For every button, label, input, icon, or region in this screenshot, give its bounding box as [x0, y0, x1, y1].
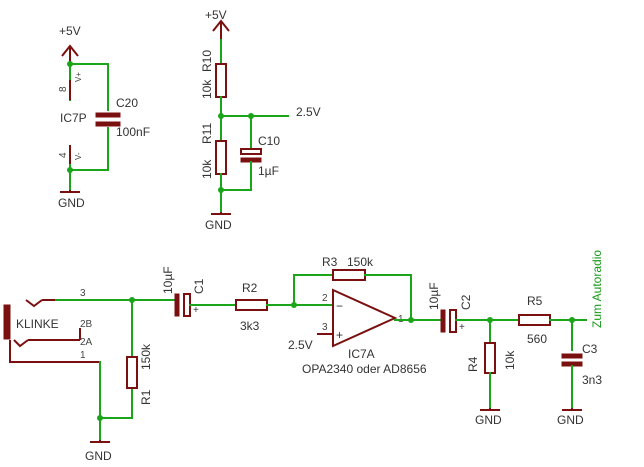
junction-ic7p-bottom [67, 167, 73, 173]
output-label: Zum Autoradio [590, 250, 604, 328]
jack-pin2a-label: 2A [80, 337, 93, 348]
c20-capacitor-plate2 [95, 121, 121, 127]
ic7p-pin4-label: 4 [58, 152, 69, 158]
jack-contact-ring [13, 328, 81, 348]
junction-divider-right [248, 113, 254, 119]
divider-block: +5V R10 10k 2.5V R11 10k C10 1µF GND [200, 8, 321, 232]
ic7p-pin8-label: 8 [58, 86, 69, 92]
r4-value-label: 10k [503, 350, 517, 370]
c2-plate1 [440, 309, 446, 333]
r2-value-label: 3k3 [240, 319, 260, 333]
jack-pin3-label: 3 [80, 288, 86, 299]
c1-plate1 [174, 293, 180, 317]
c10-ref-label: C10 [258, 134, 280, 148]
vcc-arrow-divider [212, 19, 230, 40]
c1-value-label: 10µF [161, 266, 175, 294]
c20-value-label: 100nF [116, 125, 150, 139]
junction-divider-left [218, 113, 224, 119]
junction-divider-bottom [218, 187, 224, 193]
gnd-label-left: GND [85, 449, 112, 463]
c3-value-label: 3n3 [582, 373, 602, 387]
junction-gnd-left [97, 415, 103, 421]
junction-r1-top [129, 297, 135, 303]
wire-r5-to-output [549, 319, 587, 351]
jack-contact-tip [25, 299, 56, 308]
gnd-label-c3: GND [557, 413, 584, 427]
opamp-ref-label: IC7A [348, 347, 375, 361]
jack-sleeve [9, 340, 100, 363]
junction-feedback-left [291, 302, 297, 308]
c10-value-label: 1µF [258, 164, 279, 178]
c3-plate1 [561, 353, 583, 359]
r11-ref-label: R11 [200, 123, 214, 144]
junction-opamp-out [408, 317, 414, 323]
r3-ref-label: R3 [322, 255, 338, 269]
gnd-symbol-left [90, 440, 110, 443]
c2-ref-label: C2 [459, 294, 473, 310]
r5-resistor [518, 314, 551, 326]
r3-value-label: 150k [347, 255, 374, 269]
junction-r4-top [487, 317, 493, 323]
wire-jack-to-c1 [55, 299, 175, 358]
jack-body [3, 304, 11, 340]
opamp-vref-label: 2.5V [288, 338, 313, 352]
r1-ref-label: R1 [139, 389, 153, 405]
opamp-minus-sign: − [336, 299, 343, 313]
wire-ic7p-vcc [69, 63, 109, 111]
gnd-label-divider: GND [205, 218, 232, 232]
r2-resistor [235, 299, 268, 311]
ic7p-ref-label: IC7P [60, 111, 87, 125]
junction-output [569, 317, 575, 323]
gnd-symbol-ic7p [60, 190, 80, 193]
gnd-symbol-c3 [562, 408, 582, 411]
r11-resistor [215, 140, 227, 175]
c1-plus-sign: + [193, 305, 199, 316]
r10-value-label: 10k [200, 79, 214, 99]
gnd-symbol-r4 [480, 408, 500, 411]
signal-block: KLINKE 3 2B 2A 1 R1 150k GND + 10µF C1 R… [3, 250, 604, 463]
r3-resistor [332, 269, 366, 281]
gnd-symbol-divider [211, 212, 231, 215]
r10-resistor [215, 63, 227, 98]
gnd-label-ic7p: GND [58, 196, 85, 210]
opamp-pin3-label: 3 [322, 322, 328, 333]
r2-ref-label: R2 [242, 281, 258, 295]
c20-capacitor [95, 112, 121, 118]
r10-ref-label: R10 [200, 50, 214, 72]
c3-ref-label: C3 [582, 342, 598, 356]
opamp-triangle [332, 288, 398, 348]
c2-value-label: 10µF [427, 282, 441, 310]
wire-c2-to-r5 [455, 319, 520, 344]
jack-ref-label: KLINKE [16, 317, 59, 331]
r5-value-label: 560 [527, 332, 547, 346]
c10-capacitor-plate1 [240, 148, 262, 155]
vcc-label-ic7p: +5V [59, 24, 81, 38]
ic7p-vminus-label: V- [74, 152, 83, 160]
wire-feedback-right [364, 274, 412, 321]
opamp-plus-sign: + [336, 328, 343, 342]
jack-pin1-label: 1 [80, 350, 86, 361]
r5-ref-label: R5 [527, 294, 543, 308]
r11-value-label: 10k [200, 159, 214, 179]
ic7p-vplus-label: V+ [74, 72, 83, 82]
vcc-label-divider: +5V [205, 8, 227, 22]
r1-value-label: 150k [139, 343, 153, 370]
r4-ref-label: R4 [466, 356, 480, 372]
c2-plus-sign: + [459, 322, 465, 333]
opamp-pin2-label: 2 [322, 293, 328, 304]
r1-resistor [126, 356, 138, 389]
gnd-label-r4: GND [475, 413, 502, 427]
r4-resistor [484, 342, 496, 374]
ic7p-supply-block: +5V 8 V+ IC7P 4 V- C20 100nF GND [58, 24, 150, 210]
jack-pin2b-label: 2B [80, 319, 93, 330]
c1-ref-label: C1 [192, 278, 206, 294]
wire-jack-gnd [99, 361, 133, 441]
wire-r2-to-opamp [266, 274, 334, 306]
junction-ic7p-top [67, 61, 73, 67]
c20-ref-label: C20 [116, 96, 138, 110]
opamp-part-label: OPA2340 oder AD8656 [302, 362, 427, 376]
divider-out-label: 2.5V [296, 105, 321, 119]
